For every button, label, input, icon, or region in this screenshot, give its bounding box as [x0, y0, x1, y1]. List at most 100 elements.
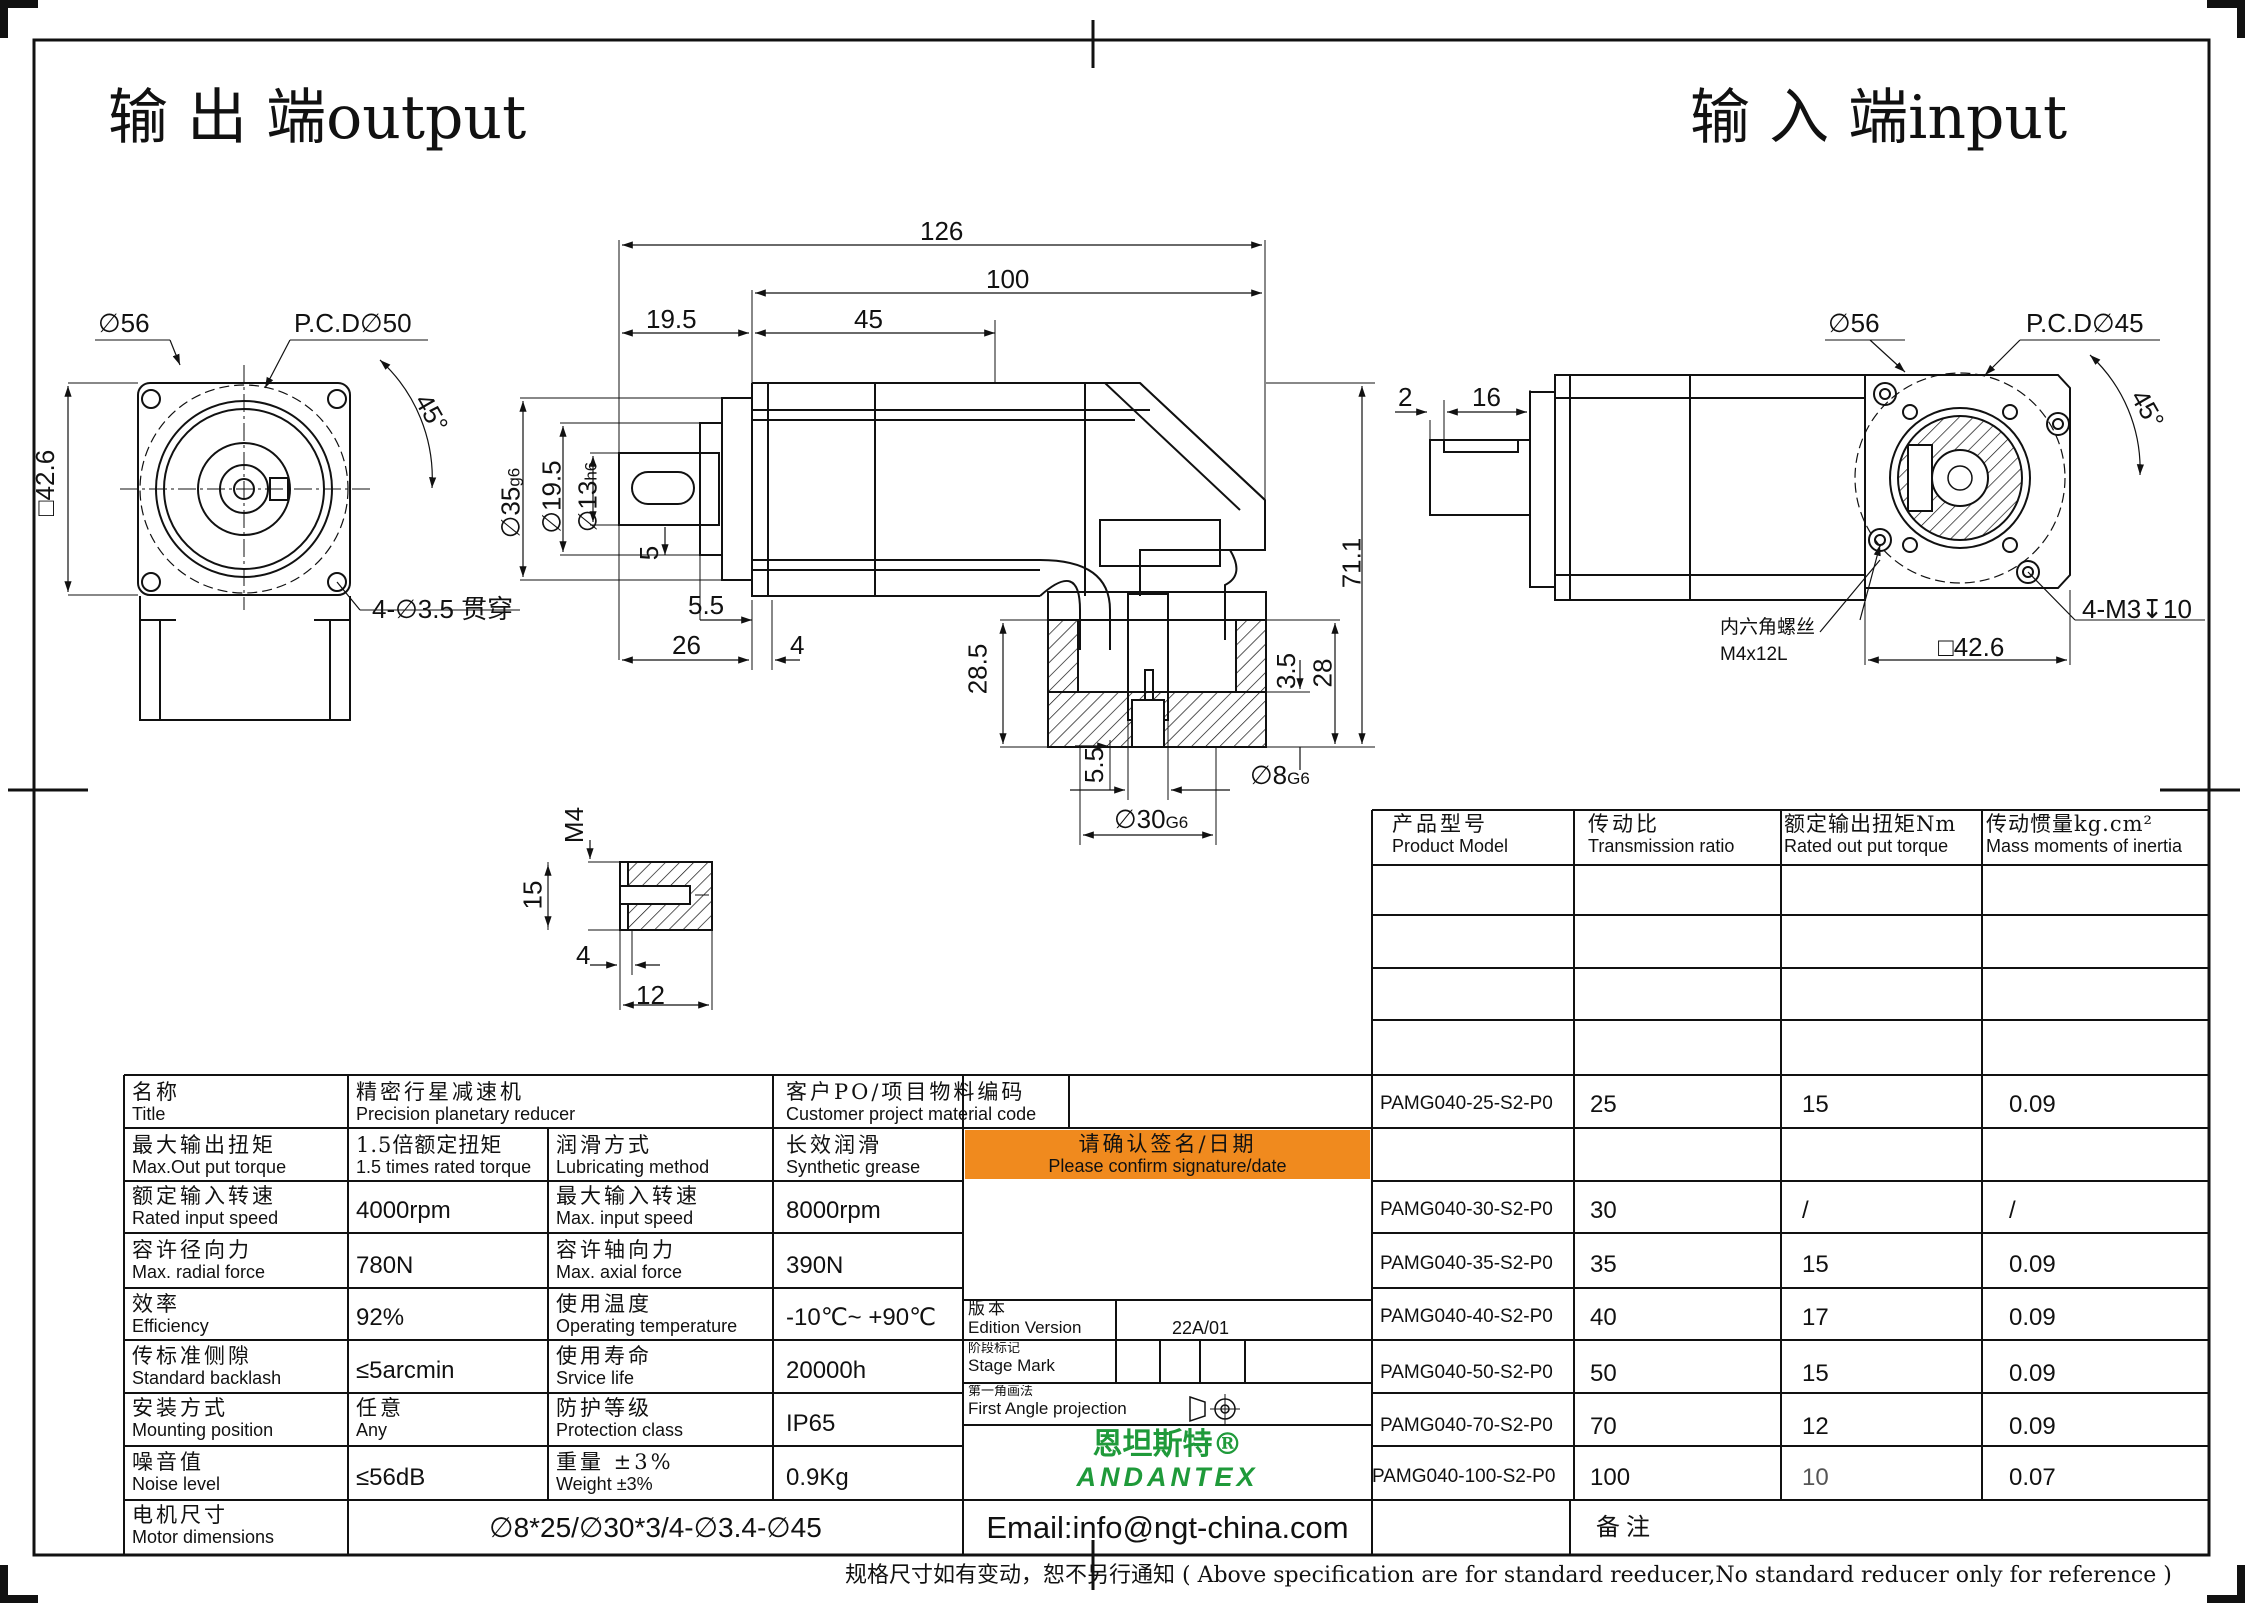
dim-detail-m4: M4	[559, 806, 590, 844]
side-view-hatch-right	[1235, 619, 1267, 693]
cell-rated-speed-value: 4000rpm	[356, 1197, 451, 1224]
dim-side-phi30: ∅30G6	[1114, 804, 1189, 834]
cell-backlash-value: ≤5arcmin	[356, 1357, 455, 1384]
dim-input-pcd: P.C.D∅45	[2026, 308, 2144, 338]
cell-life-value: 20000h	[786, 1357, 867, 1384]
input-front-bore-inner	[1947, 465, 1973, 491]
cell-radial-value: 780N	[356, 1252, 414, 1279]
cell-temp-value: -10℃~ +90℃	[786, 1304, 936, 1331]
model-table-grid	[1371, 809, 2209, 1500]
cell-max-speed-value: 8000rpm	[786, 1197, 881, 1224]
side-view-hatch-left	[1047, 619, 1079, 693]
dim-side-h35: 3.5	[1271, 652, 1302, 690]
dim-side-phi35: ∅35g6	[495, 467, 526, 539]
dim-detail-12: 12	[636, 980, 665, 1010]
logo-en-text: ANDANTEX	[1076, 1462, 1259, 1492]
dim-side-phi8: ∅8G6	[1250, 760, 1310, 790]
dim-input-square: □42.6	[1938, 632, 2005, 662]
model-row: PAMG040-100-S2-P0 100 10 0.07	[1372, 1464, 2056, 1491]
dim-input-phi56: ∅56	[1828, 308, 1880, 338]
cell-weight-label: 重量 ±3%Weight ±3%	[556, 1450, 674, 1494]
dim-input-d16: 16	[1472, 382, 1501, 412]
dim-input-holes: 4-M3↧10	[2082, 594, 2192, 624]
dim-side-h285: 28.5	[962, 643, 993, 695]
dim-side-key: 5	[634, 545, 665, 561]
cell-efficiency-value: 92%	[356, 1304, 405, 1331]
input-front-dimensions	[1395, 339, 2205, 665]
dim-detail-15: 15	[517, 880, 548, 910]
detail-m4-hole	[619, 885, 691, 905]
dim-side-flange-offset: 19.5	[646, 304, 697, 334]
side-view-hatch-bore	[1131, 699, 1165, 748]
dim-side-h28: 28	[1307, 658, 1338, 688]
dim-side-step: 5.5	[688, 590, 725, 620]
dim-side-len26: 26	[672, 630, 701, 660]
contact-email: Email:info@ngt-china.com	[986, 1510, 1349, 1545]
dim-side-phi195: ∅19.5	[536, 460, 567, 534]
dim-output-square: □42.6	[30, 449, 61, 517]
detail-m4-dimensions	[544, 840, 713, 1010]
input-front-view	[1429, 372, 2071, 601]
cell-edition-value: 22A/01	[1172, 1318, 1230, 1338]
projection-symbol-icon	[1189, 1394, 1240, 1424]
model-row: PAMG040-25-S2-P0 25 15 0.09	[1380, 1091, 2056, 1118]
remark-label: 备注	[1596, 1513, 1656, 1541]
footer-disclaimer: 规格尺寸如有变动，恕不另行通知 ( Above specification ar…	[845, 1563, 2172, 1588]
dim-output-pcd: P.C.D∅50	[294, 308, 412, 338]
dim-side-overall: 126	[920, 216, 964, 246]
logo-cn-text: 恩坦斯特®	[1092, 1428, 1243, 1462]
output-heading: 输 出 端output	[108, 83, 527, 153]
dim-side-shaft-len: 45	[854, 304, 883, 334]
dim-side-body: 100	[986, 264, 1030, 294]
model-row: PAMG040-70-S2-P0 70 12 0.09	[1380, 1413, 2056, 1440]
model-row: PAMG040-50-S2-P0 50 15 0.09	[1380, 1360, 2056, 1387]
output-front-view	[64, 339, 520, 721]
cell-motor-value: ∅8*25/∅30*3/4-∅3.4-∅45	[489, 1512, 822, 1543]
dim-output-phi56: ∅56	[98, 308, 150, 338]
cell-axial-value: 390N	[786, 1252, 844, 1279]
input-heading: 输 入 端input	[1690, 83, 2068, 153]
side-view	[618, 382, 1267, 721]
dim-detail-4: 4	[576, 940, 591, 970]
spec-table-grid	[123, 1074, 2209, 1555]
model-row: PAMG040-35-S2-P0 35 15 0.09	[1380, 1251, 2056, 1278]
company-logo: 恩坦斯特® ANDANTEX	[965, 1428, 1370, 1498]
dim-side-len4: 4	[790, 630, 805, 660]
side-view-dimensions	[519, 240, 1375, 845]
sheet-border	[8, 20, 2240, 1590]
dim-side-h711: 71.1	[1336, 537, 1367, 589]
dim-input-screw: M4x12L	[1720, 644, 1788, 665]
model-row: PAMG040-30-S2-P0 30 / /	[1380, 1197, 2016, 1224]
dim-side-phi13: ∅13h6	[572, 461, 603, 533]
dim-input-d2: 2	[1398, 382, 1413, 412]
dim-side-h55: 5.5	[1079, 746, 1110, 784]
model-row: PAMG040-40-S2-P0 40 17 0.09	[1380, 1304, 2056, 1331]
cell-protection-value: IP65	[786, 1410, 836, 1437]
